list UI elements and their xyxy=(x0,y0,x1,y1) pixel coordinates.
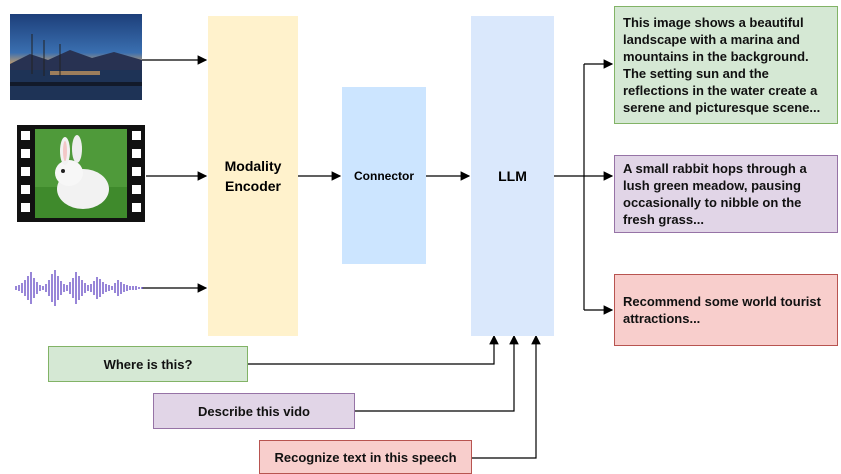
prompt-3: Recognize text in this speech xyxy=(259,440,472,474)
prompt-2: Describe this vido xyxy=(153,393,355,429)
prompt-1: Where is this? xyxy=(48,346,248,382)
output-text-3: Recommend some world tourist attractions… xyxy=(614,274,838,346)
output-text-2: A small rabbit hops through a lush green… xyxy=(614,155,838,233)
landscape-photo-icon xyxy=(10,14,142,100)
arrow-prompt-3-to-llm xyxy=(472,334,541,459)
arrow-prompt-2-to-llm xyxy=(355,334,519,412)
llm-block: LLM xyxy=(471,16,554,336)
modality-encoder-block: Modality Encoder xyxy=(208,16,298,336)
audio-waveform-icon xyxy=(14,268,144,308)
output-text-1: This image shows a beautiful landscape w… xyxy=(614,6,838,124)
rabbit-video-frame-icon xyxy=(17,125,145,222)
connector-block: Connector xyxy=(342,87,426,264)
arrow-prompt-1-to-llm xyxy=(248,334,499,365)
